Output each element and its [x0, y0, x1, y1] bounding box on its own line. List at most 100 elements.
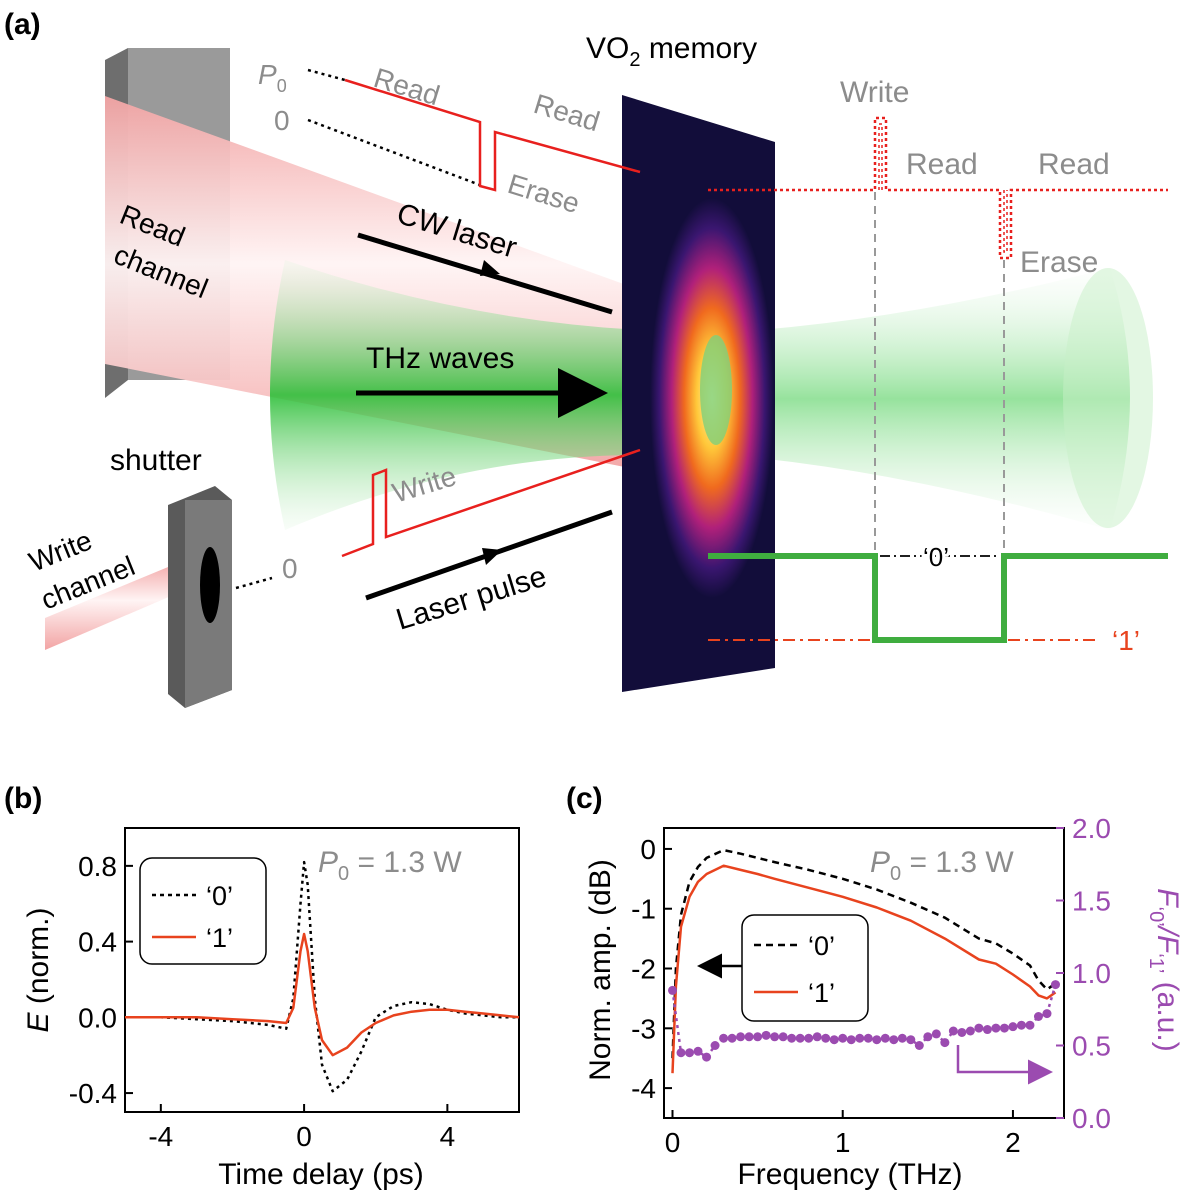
chart-c-annotation: P0 = 1.3 W [870, 846, 1014, 885]
chart-c-series-2-point [676, 1048, 686, 1058]
chart-c-series-2-point [1042, 1009, 1052, 1019]
chart-c-series-2-point [957, 1027, 967, 1037]
chart-c-ylabel: Norm. amp. (dB) [584, 859, 617, 1081]
erase-label-right: Erase [1020, 246, 1098, 279]
chart-c-y2tick-label: 2.0 [1072, 813, 1111, 844]
write-shutter-hole [200, 547, 220, 623]
chart-c-series-2-point [778, 1032, 788, 1042]
panel-a: (a) VO2 memory P0 0 Read Read Erase Read… [4, 8, 1168, 708]
chart-c-series-2-point [804, 1033, 814, 1043]
read-label-right-2: Read [1038, 148, 1110, 181]
laser-pulse-arrowhead [482, 548, 502, 565]
state-trace [708, 553, 1168, 643]
chart-c-ytick-label: -3 [631, 1013, 656, 1044]
chart-c-series-2-point [1050, 980, 1060, 990]
thz-beam-out-end [1063, 268, 1153, 528]
chart-c-series-2-point [710, 1041, 720, 1050]
chart-b-frame [124, 827, 520, 1113]
chart-c-series-2-point [982, 1025, 992, 1035]
chart-c-xlabel: Frequency (THz) [737, 1158, 962, 1191]
chart-c-series-2-point [999, 1023, 1009, 1033]
chart-c-series-2-point [855, 1033, 865, 1043]
thz-label: THz waves [366, 342, 514, 375]
chart-c-y2tick-label: 0.0 [1072, 1103, 1111, 1134]
chart-c-series-2-point [940, 1038, 950, 1048]
panel-c-label: (c) [566, 782, 603, 815]
write-erase-waveform-inner [878, 123, 1008, 253]
chart-c-series-2-point [753, 1032, 763, 1042]
panel-a-label: (a) [4, 8, 41, 41]
chart-b-legend-box [139, 857, 267, 965]
zero-label-write: 0 [282, 553, 298, 584]
chart-c-series-2-point [923, 1032, 933, 1042]
chart-c-series-2-point [787, 1033, 797, 1043]
chart-c-series-2-point [761, 1030, 771, 1040]
chart-b-ylabel: E (norm.) [22, 907, 55, 1032]
chart-c-series-2-point [1016, 1020, 1026, 1030]
chart-c-series-2-point [863, 1033, 873, 1043]
chart-c-xtick-label: 1 [835, 1127, 851, 1158]
state1-label: ‘1’ [1112, 625, 1140, 656]
chart-b-xtick-label: 0 [296, 1121, 312, 1152]
chart-c-series-2-point [821, 1033, 831, 1043]
chart-c-series-2-point [1008, 1022, 1018, 1032]
laser-pulse-label: Laser pulse [392, 560, 550, 637]
chart-c-y2tick-label: 1.5 [1072, 886, 1111, 917]
chart-c-series-2-point [914, 1041, 924, 1050]
chart-c-series-1 [671, 864, 1057, 1074]
chart-c-series-2-point [812, 1032, 822, 1042]
chart-c-xtick-label: 2 [1005, 1127, 1021, 1158]
chart-c-series-2-point [880, 1033, 890, 1043]
chart-c-series-2-point [668, 985, 678, 995]
chart-b-legend-label-0: ‘0’ [206, 881, 233, 911]
chart-c-series-2-point [829, 1035, 839, 1045]
shutter-label: shutter [110, 444, 202, 477]
chart-c-ytick-label: -4 [631, 1073, 656, 1104]
chart-c-legend: ‘0’ ‘1’ [741, 914, 869, 1022]
chart-c-series-2-point [906, 1035, 916, 1045]
chart-c-series-2-point [744, 1032, 754, 1042]
chart-b-ytick-label: -0.4 [69, 1078, 117, 1109]
chart-c-series-2-point [719, 1033, 729, 1043]
chart-c-series-2-point [889, 1035, 899, 1045]
chart-b: -4 0 4 -0.4 0.0 0.4 0.8 [69, 827, 520, 1152]
chart-b-xtick-label: -4 [148, 1121, 173, 1152]
chart-c-series-2-point [965, 1026, 975, 1036]
chart-c-series-2-point [702, 1052, 712, 1062]
chart-c-legend-label-0: ‘0’ [808, 931, 835, 961]
chart-c-series-2-point [991, 1023, 1001, 1033]
chart-c-series-2-point [693, 1046, 703, 1056]
chart-c-series-2-point [948, 1026, 958, 1036]
read-waveform [344, 78, 641, 192]
read-label-right-1: Read [906, 148, 978, 181]
read-waveform-dots [307, 68, 481, 187]
vo2-title: VO2 memory [586, 32, 757, 71]
cw-laser-arrowhead [480, 260, 500, 276]
erase-label-1: Erase [504, 168, 583, 219]
write-erase-waveform [708, 116, 1168, 260]
chart-c-series-2-point [897, 1033, 907, 1043]
chart-c-xtick-label: 0 [665, 1127, 681, 1158]
chart-c-y2tick-label: 1.0 [1072, 958, 1111, 989]
chart-b-xlabel: Time delay (ps) [218, 1158, 424, 1191]
chart-c-y2tick-label: 0.5 [1072, 1031, 1111, 1062]
chart-b-ytick-label: 0.8 [78, 851, 117, 882]
write-beam [45, 560, 185, 650]
chart-c-series-2-point [727, 1033, 737, 1043]
chart-b-annotation: P0 = 1.3 W [318, 846, 462, 885]
chart-b-ytick-label: 0.4 [78, 927, 117, 958]
chart-b-series-1 [125, 932, 520, 1057]
chart-b-xtick-label: 4 [440, 1121, 456, 1152]
chart-c-series-2-point [931, 1029, 941, 1039]
chart-c-series-2-point [770, 1032, 780, 1042]
chart-b-legend-label-1: ‘1’ [206, 923, 233, 953]
chart-c-ytick-label: -1 [631, 894, 656, 925]
chart-c-series-2-point [795, 1033, 805, 1043]
chart-b-ytick-label: 0.0 [78, 1002, 117, 1033]
chart-c-series-0 [671, 848, 1057, 1059]
chart-c-series-2-point [1025, 1020, 1035, 1030]
chart-c-series-2-point [872, 1035, 882, 1045]
